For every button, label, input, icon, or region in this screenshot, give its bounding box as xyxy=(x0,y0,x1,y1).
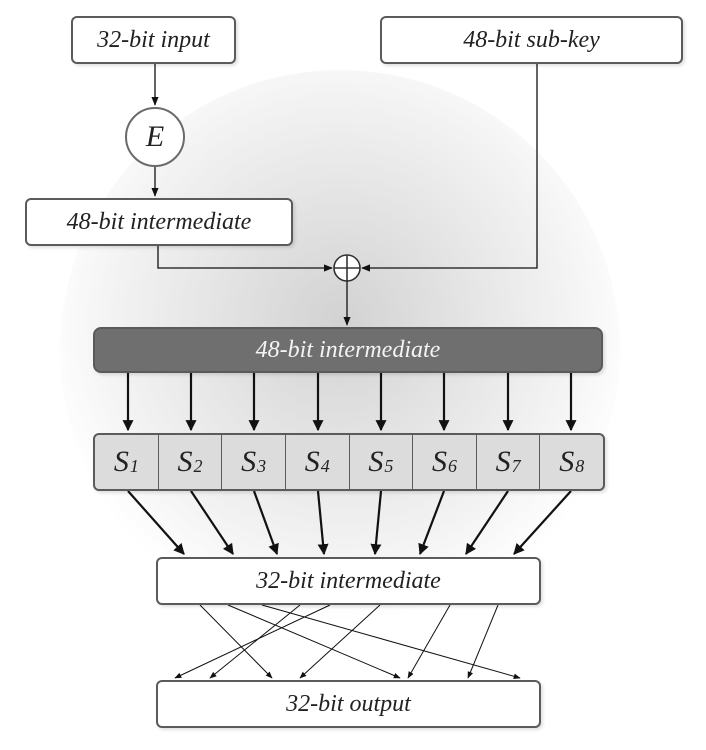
sbox-to-intermediate-arrows xyxy=(127,490,572,556)
output-block: 32-bit output xyxy=(156,680,541,728)
permutation-wires xyxy=(174,604,521,679)
subkey-block: 48-bit sub-key xyxy=(380,16,683,64)
expansion-node: E xyxy=(125,107,185,167)
xor-icon xyxy=(333,254,361,282)
substituted-intermediate-block: 32-bit intermediate xyxy=(156,557,541,605)
wire-subkey-to-xor xyxy=(361,64,538,272)
input-block: 32-bit input xyxy=(71,16,236,64)
expanded-intermediate-block: 48-bit intermediate xyxy=(25,198,293,246)
bar-to-sbox-arrows xyxy=(122,373,577,432)
wire-intermediate-to-xor xyxy=(157,246,333,272)
xored-intermediate-bar: 48-bit intermediate xyxy=(93,327,603,373)
